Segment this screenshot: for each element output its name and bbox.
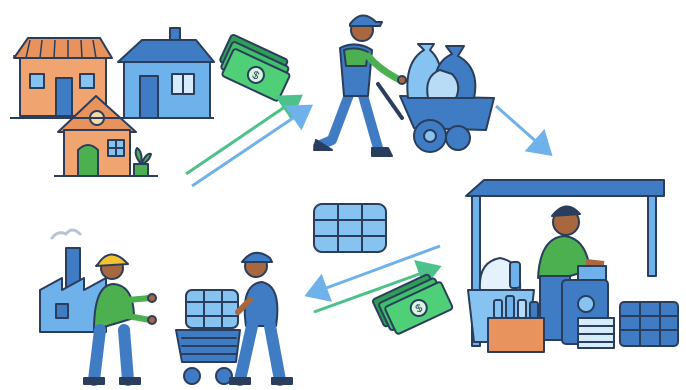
recycling-stall-icon — [465, 179, 679, 353]
factory-worker-icon — [39, 228, 293, 386]
money-icon: $ — [219, 33, 291, 102]
flow-recycling-factory — [304, 244, 442, 314]
plastic-bale-icon — [313, 203, 387, 253]
flow-households-to-collector — [185, 94, 313, 188]
money-icon: $ — [371, 273, 454, 335]
svg-text:$: $ — [414, 302, 425, 315]
houses-icon — [10, 27, 215, 177]
svg-text:$: $ — [250, 69, 261, 82]
flow-collector-to-recycling — [495, 104, 553, 156]
collector-cart-icon — [313, 14, 495, 157]
